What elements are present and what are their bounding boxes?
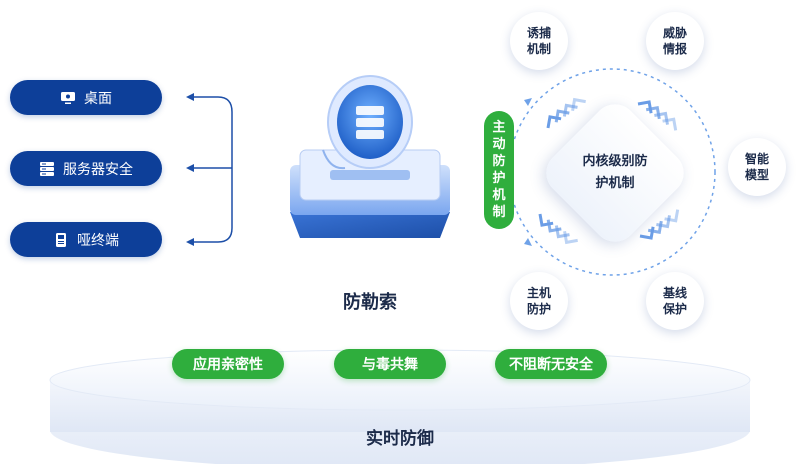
- tag-app-affinity: 应用亲密性: [172, 349, 284, 379]
- active-defense-label: 主动防护机制: [492, 120, 506, 220]
- threat-intel-label: 威胁情报: [662, 26, 687, 56]
- center-title: 防勒索: [343, 292, 397, 313]
- honeypot-node: 诱捕机制: [510, 12, 568, 70]
- server-icon: [39, 161, 55, 177]
- tag-no-block-no-security: 不阻断无安全: [495, 349, 607, 379]
- baseline-node: 基线保护: [646, 272, 704, 330]
- host-protection-label: 主机防护: [526, 286, 551, 316]
- smart-model-label: 智能模型: [744, 152, 769, 182]
- baseline-label: 基线保护: [662, 286, 687, 316]
- desktop-label: 桌面: [84, 90, 112, 107]
- ransomware-protection-device-icon: [290, 75, 450, 238]
- bottom-title: 实时防御: [366, 429, 434, 449]
- kernel-protection-label: 内核级别防护机制: [582, 154, 648, 191]
- connector-arrows: [186, 93, 233, 246]
- server-security-item: 服务器安全: [10, 151, 162, 186]
- server-security-label: 服务器安全: [63, 161, 133, 178]
- terminal-device-icon: [53, 232, 69, 248]
- dumb-terminal-label: 哑终端: [77, 232, 119, 249]
- threat-intel-node: 威胁情报: [646, 12, 704, 70]
- chevron-decorations: [538, 97, 680, 245]
- dumb-terminal-item: 哑终端: [10, 222, 162, 257]
- tag-dance-with-virus: 与毒共舞: [334, 349, 446, 379]
- monitor-icon: [60, 90, 76, 106]
- active-defense-badge: 主动防护机制: [484, 111, 514, 229]
- desktop-item: 桌面: [10, 80, 162, 115]
- honeypot-label: 诱捕机制: [526, 26, 551, 56]
- smart-model-node: 智能模型: [728, 138, 786, 196]
- host-protection-node: 主机防护: [510, 272, 568, 330]
